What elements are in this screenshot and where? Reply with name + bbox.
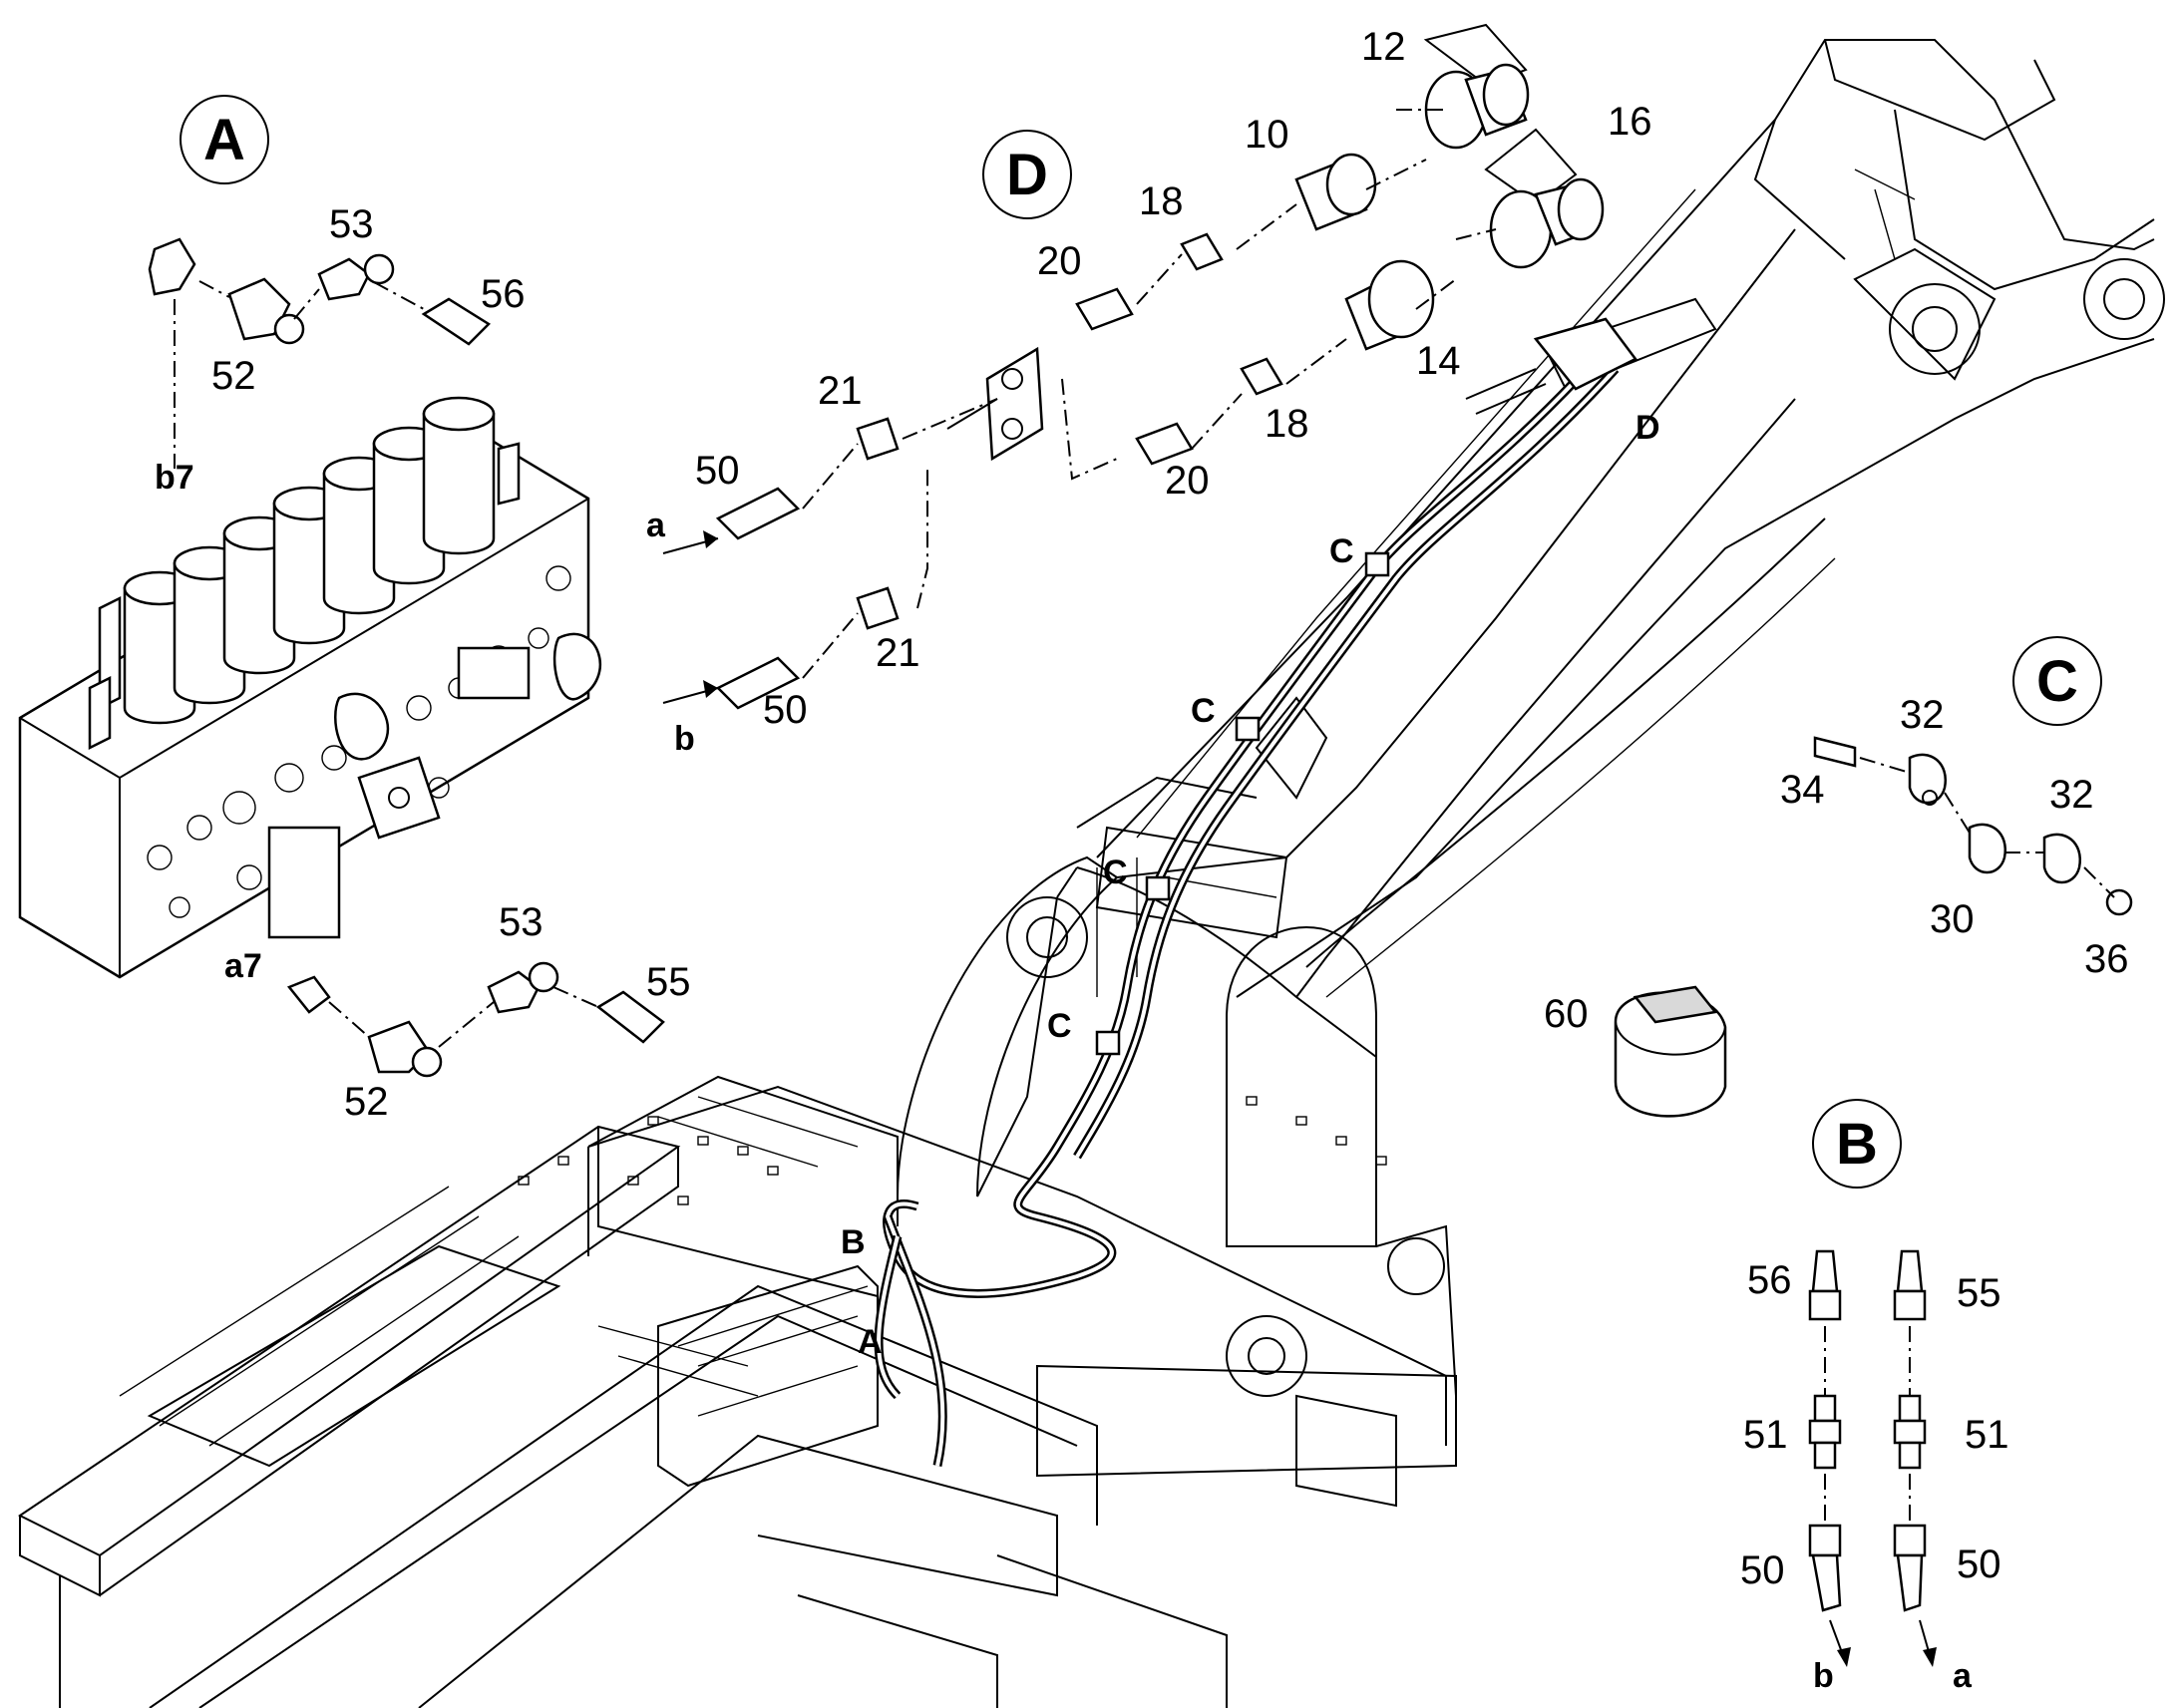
view-letter-c: C — [2036, 649, 2078, 714]
detail-view-c: C 32 34 32 30 36 — [1780, 636, 2133, 981]
callout-c-32-top: 32 — [1900, 693, 1945, 737]
callout-d-18-top: 18 — [1139, 179, 1184, 223]
callout-b-55: 55 — [1957, 1271, 2001, 1315]
callout-a-53-bot: 53 — [499, 900, 544, 944]
callout-c-30: 30 — [1930, 897, 1975, 941]
callout-d-18-bot: 18 — [1265, 402, 1309, 446]
callout-b-56: 56 — [1747, 1258, 1792, 1302]
view-marker-d — [982, 130, 1072, 219]
callout-d-14: 14 — [1416, 339, 1461, 383]
arrow-label-b-view-b: b — [1813, 1657, 1834, 1695]
callout-d-50-bot: 50 — [763, 688, 808, 732]
label-b7: b7 — [155, 459, 194, 497]
label-a7: a7 — [224, 947, 262, 985]
callout-c-34: 34 — [1780, 768, 1825, 812]
callout-d-16: 16 — [1608, 100, 1652, 144]
detail-view-d: D — [646, 23, 1652, 758]
callout-b-51-right: 51 — [1965, 1413, 2009, 1457]
detail-view-a: A 53 56 52 b7 — [18, 95, 691, 1124]
location-label-c3: C — [1103, 854, 1128, 891]
callout-a-56: 56 — [481, 272, 526, 316]
view-letter-a: A — [203, 108, 245, 172]
arrow-label-b: b — [674, 720, 695, 758]
view-letter-d: D — [1006, 143, 1048, 207]
location-label-b: B — [841, 1223, 866, 1261]
callout-d-20-top: 20 — [1037, 239, 1082, 283]
hose-routing — [874, 317, 1637, 1467]
location-label-c4: C — [1047, 1007, 1072, 1045]
callout-d-50-top: 50 — [695, 449, 740, 493]
arrow-label-a-view-b: a — [1953, 1657, 1973, 1695]
arrow-label-a: a — [646, 507, 666, 544]
callout-a-52-top: 52 — [211, 354, 256, 398]
view-letter-b: B — [1836, 1112, 1878, 1177]
callout-d-21-bot: 21 — [876, 631, 920, 675]
callout-60: 60 — [1544, 992, 1589, 1036]
callout-b-50-left: 50 — [1740, 1548, 1785, 1592]
callout-b-50-right: 50 — [1957, 1542, 2001, 1586]
view-marker-a — [180, 95, 269, 184]
location-label-a: A — [858, 1323, 883, 1361]
callout-d-21-top: 21 — [818, 369, 863, 413]
location-label-c1: C — [1329, 532, 1354, 570]
part-60-sleeve: 60 — [1544, 985, 1727, 1118]
machine-frame — [18, 39, 2165, 1708]
fittings-top — [148, 237, 491, 346]
view-marker-c — [2012, 636, 2102, 726]
callout-a-55: 55 — [646, 960, 691, 1004]
location-labels: D C C C C B A — [841, 409, 1660, 1361]
location-label-c2: C — [1191, 692, 1216, 730]
callout-a-52-bot: 52 — [344, 1080, 389, 1124]
callout-a-53-top: 53 — [329, 202, 374, 246]
callout-d-20-bot: 20 — [1165, 459, 1210, 503]
callout-c-32-right: 32 — [2049, 773, 2094, 817]
control-valve-block — [18, 396, 602, 979]
view-marker-b — [1812, 1099, 1902, 1189]
location-label-d: D — [1635, 409, 1660, 447]
callout-b-51-left: 51 — [1743, 1413, 1788, 1457]
detail-view-b: B 56 55 51 51 50 50 b a — [1740, 1099, 2009, 1695]
callout-d-10: 10 — [1245, 113, 1289, 157]
fittings-bottom — [286, 961, 665, 1078]
callout-d-12: 12 — [1361, 25, 1406, 69]
callout-c-36: 36 — [2084, 937, 2129, 981]
